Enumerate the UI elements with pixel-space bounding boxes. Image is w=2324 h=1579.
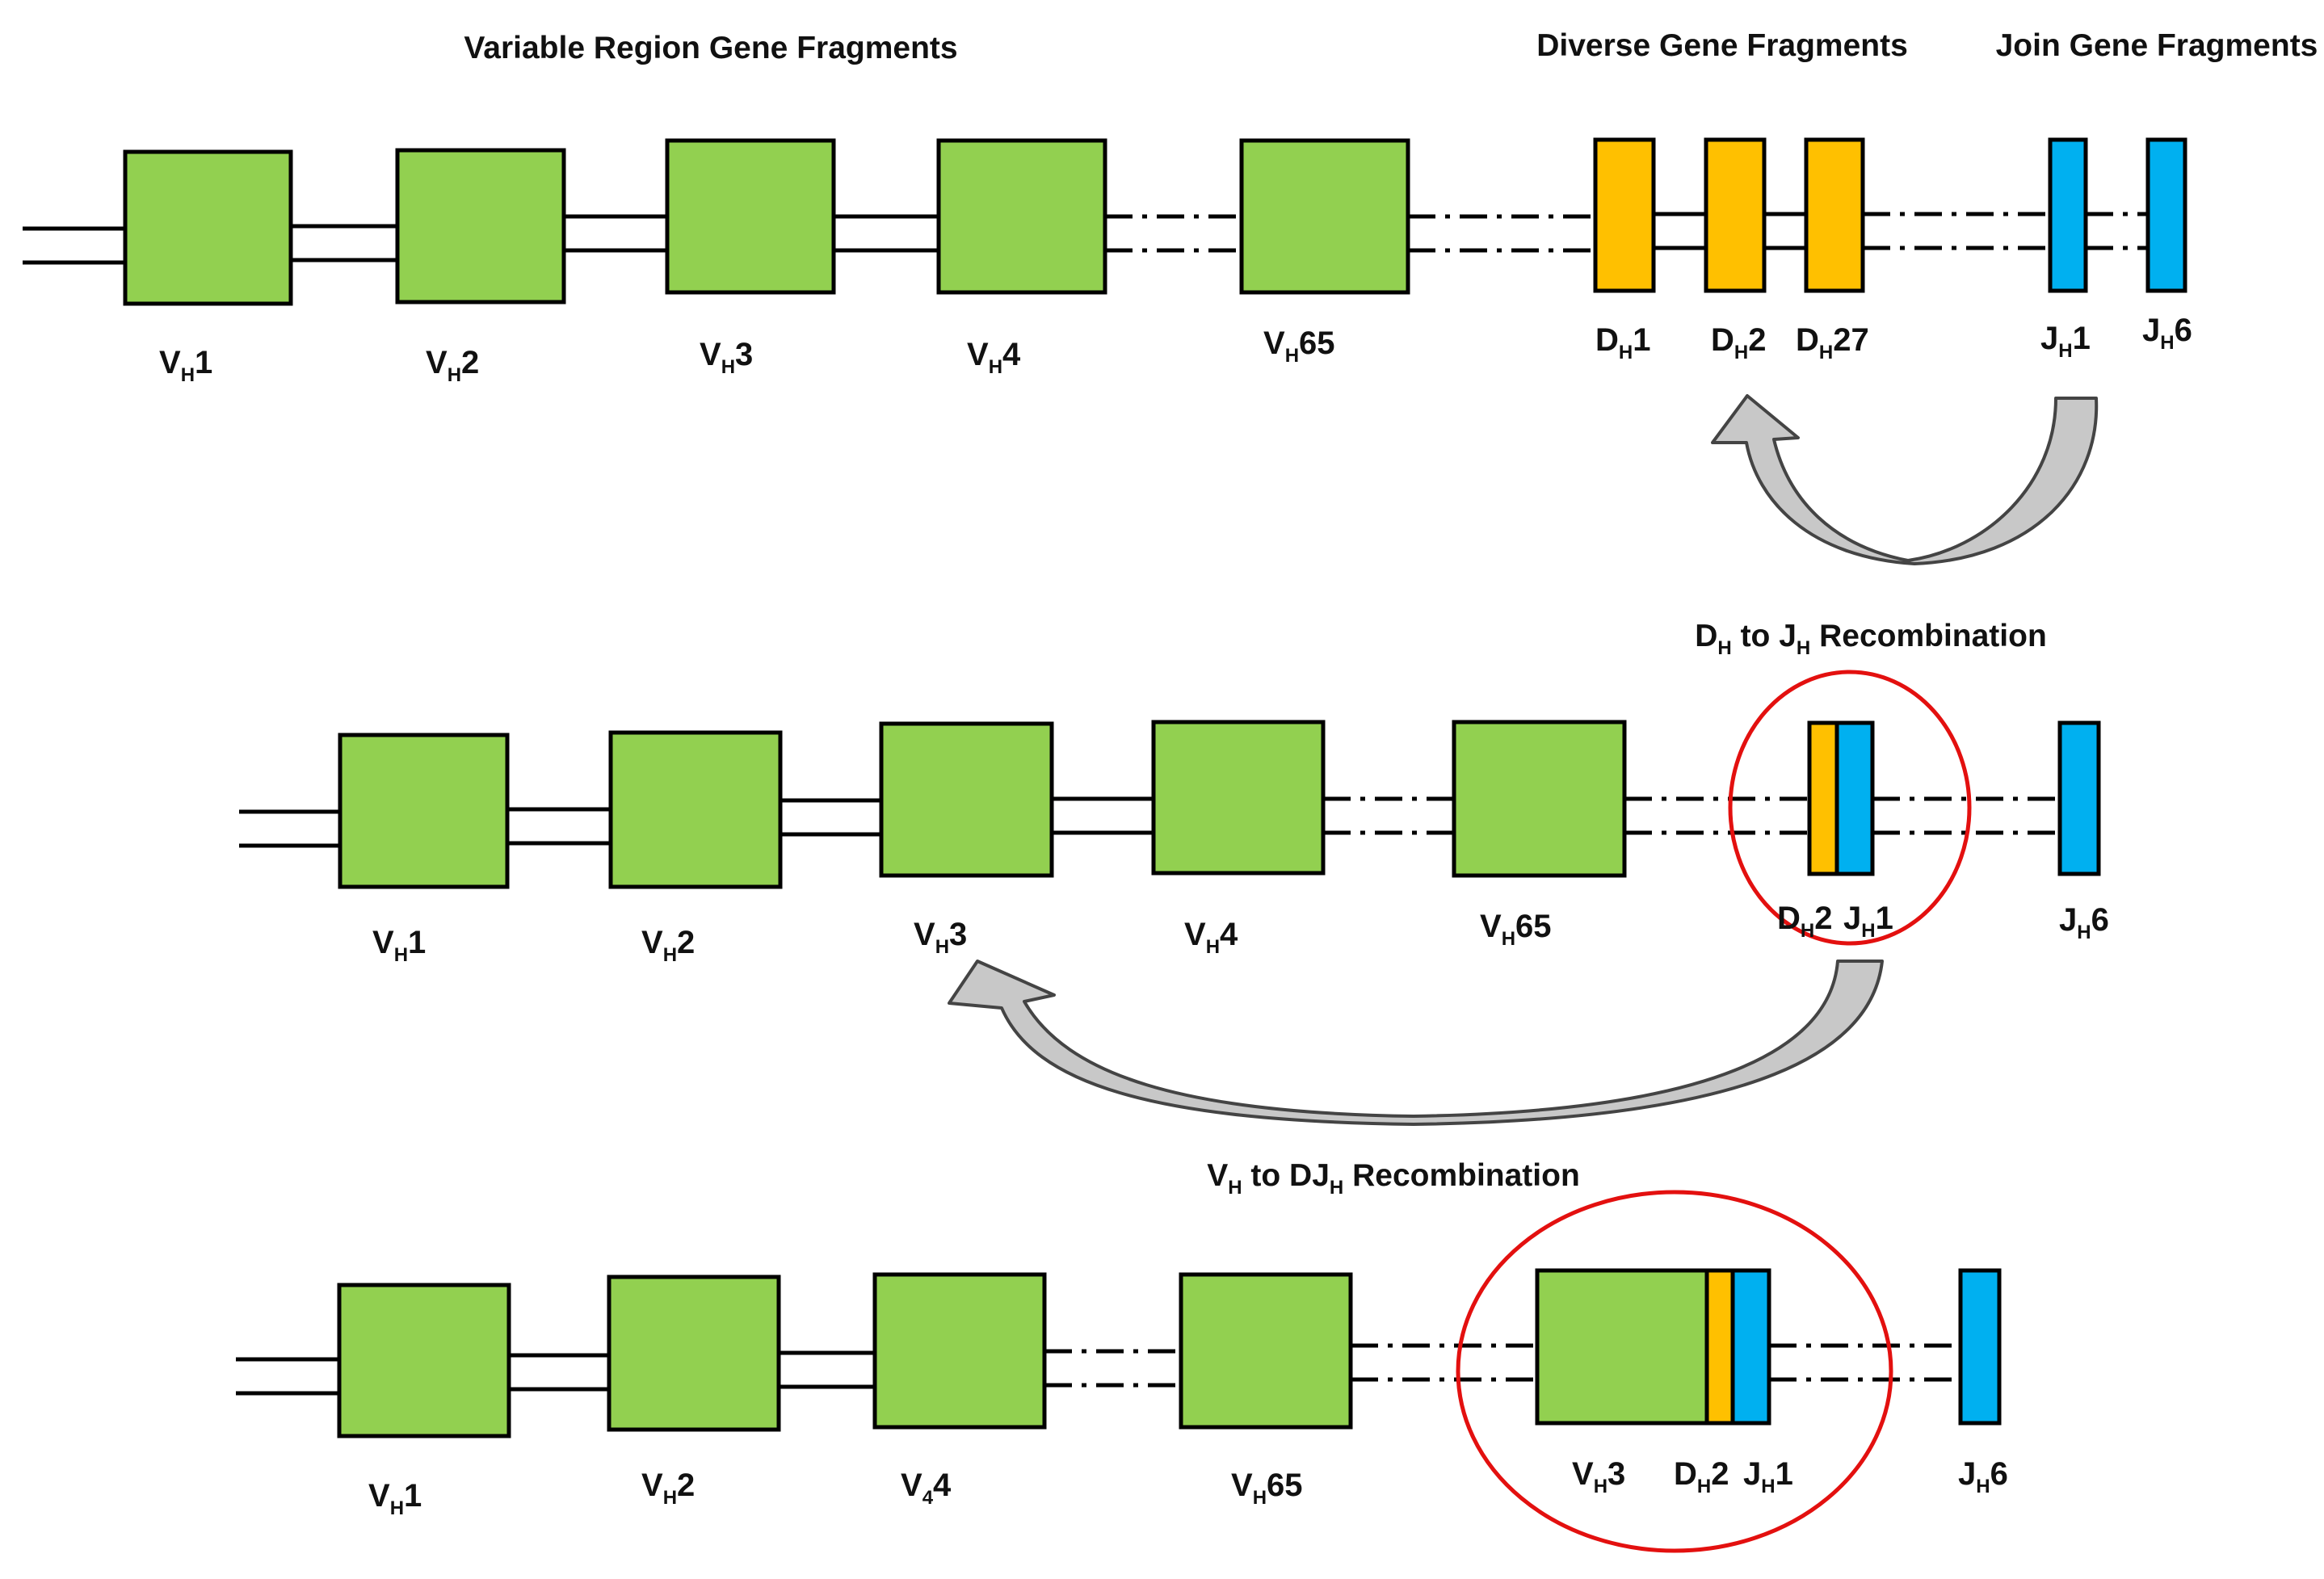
label-j1: JH1 (1843, 901, 1893, 942)
step-title-dj: DH to JH Recombination (1695, 619, 2047, 659)
row-vdj-rearranged: VH1 VH2 V44 VH65 VH3 DH2 JH1 JH6 (236, 1190, 2008, 1553)
gene-v3 (1535, 1268, 1709, 1426)
highlight-ring-dj (1728, 670, 1972, 946)
gene-v65 (1179, 1272, 1353, 1430)
gene-v1 (337, 1283, 511, 1438)
row-dj-rearranged: VH1 VH2 VH3 VH4 VH65 DH2 JH1 JH6 (239, 670, 2109, 966)
label-v1: VH1 (368, 1478, 422, 1519)
chromosome-lines (236, 1343, 1960, 1396)
gene-j6 (2145, 137, 2187, 293)
gene-v4 (1151, 720, 1326, 876)
label-j6: JH6 (2059, 902, 2109, 943)
gene-v1 (338, 733, 510, 889)
chromosome-lines (239, 796, 2060, 848)
label-j6: JH6 (2142, 313, 2192, 354)
label-v1: VH1 (372, 925, 426, 966)
row-germline: VH1 VH2 VH3 VH4 VH65 DH1 DH2 DH27 JH1 JH… (23, 137, 2192, 386)
label-v4: VH4 (1184, 917, 1238, 958)
label-v3: VH3 (700, 337, 753, 378)
label-v4: VH4 (967, 337, 1021, 378)
gene-j6 (1958, 1268, 2002, 1426)
gene-j1 (1834, 720, 1875, 876)
label-v3: VH3 (914, 917, 967, 958)
label-v2: VH2 (426, 345, 479, 386)
label-v65: VH65 (1263, 325, 1335, 367)
gene-j6 (2057, 720, 2101, 876)
label-j1: JH1 (2040, 321, 2091, 362)
recombination-arrow-dj (1711, 394, 2099, 565)
label-d2: DH2 (1674, 1456, 1729, 1497)
gene-d27 (1804, 137, 1865, 293)
header-variable-region: Variable Region Gene Fragments (464, 31, 957, 65)
header-join-fragments: Join Gene Fragments (1996, 28, 2318, 63)
gene-v3 (879, 721, 1054, 878)
label-j1: JH1 (1743, 1456, 1793, 1497)
gene-v65 (1239, 138, 1410, 295)
label-v3: VH3 (1572, 1456, 1625, 1497)
label-v2: VH2 (641, 1468, 695, 1509)
chromosome-lines (23, 212, 2148, 265)
gene-v4 (872, 1272, 1047, 1430)
label-v2: VH2 (641, 925, 695, 966)
gene-d2 (1704, 1268, 1735, 1426)
header-diverse-fragments: Diverse Gene Fragments (1536, 28, 1908, 63)
gene-v4 (936, 138, 1107, 295)
label-d2: DH2 (1711, 322, 1766, 363)
gene-v1 (123, 149, 293, 306)
gene-d2 (1807, 720, 1839, 876)
label-v4: V44 (901, 1468, 952, 1509)
gene-v2 (607, 1275, 781, 1432)
gene-j1 (2048, 137, 2088, 293)
label-v65: VH65 (1231, 1468, 1303, 1509)
step-title-vdj: VH to DJH Recombination (1207, 1158, 1580, 1199)
gene-v3 (665, 138, 836, 295)
gene-v2 (608, 730, 783, 889)
label-j6: JH6 (1958, 1456, 2008, 1497)
recombination-arrow-vdj (948, 960, 1884, 1126)
label-d1: DH1 (1595, 322, 1650, 363)
label-d2: DH2 (1777, 901, 1832, 942)
gene-v65 (1452, 720, 1627, 878)
highlight-ring-vdj (1456, 1190, 1893, 1553)
label-v1: VH1 (159, 345, 212, 386)
gene-d2 (1704, 137, 1767, 293)
label-d27: DH27 (1796, 322, 1869, 363)
gene-v2 (395, 148, 566, 304)
label-v65: VH65 (1480, 909, 1552, 950)
gene-d1 (1593, 137, 1656, 293)
gene-j1 (1730, 1268, 1771, 1426)
